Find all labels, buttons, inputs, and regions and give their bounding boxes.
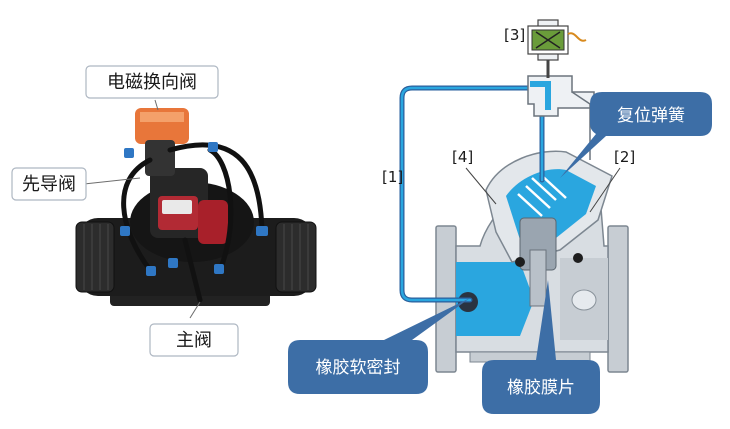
tee-fitting <box>527 75 595 160</box>
callout-rubber-seal-text: 橡胶软密封 <box>316 358 401 378</box>
ref-1: [1] <box>382 168 403 186</box>
callout-rubber-seal: 橡胶软密封 <box>288 298 470 394</box>
ref-3: [3] <box>504 26 525 44</box>
ref-4: [4] <box>452 148 473 166</box>
ref-2: [2] <box>614 148 635 166</box>
inlet-water <box>456 262 534 336</box>
valve-product-illustration <box>75 99 317 319</box>
label-solenoid-valve: 电磁换向阀 <box>85 65 219 99</box>
callout-rubber-diaphragm: 橡胶膜片 <box>482 280 600 414</box>
label-pilot-valve-text: 先导阀 <box>22 174 76 195</box>
label-main-valve-text: 主阀 <box>176 330 212 351</box>
label-pilot-valve: 先导阀 <box>11 167 87 201</box>
label-main-valve: 主阀 <box>149 323 239 357</box>
solenoid-valve-diagram <box>527 19 587 78</box>
label-solenoid-valve-text: 电磁换向阀 <box>107 72 197 93</box>
cross-section <box>435 150 629 373</box>
callout-rubber-diaphragm-text: 橡胶膜片 <box>507 378 575 398</box>
callout-return-spring-text: 复位弹簧 <box>617 106 685 126</box>
flange-right <box>607 225 629 373</box>
callout-return-spring: 复位弹簧 <box>560 92 712 178</box>
